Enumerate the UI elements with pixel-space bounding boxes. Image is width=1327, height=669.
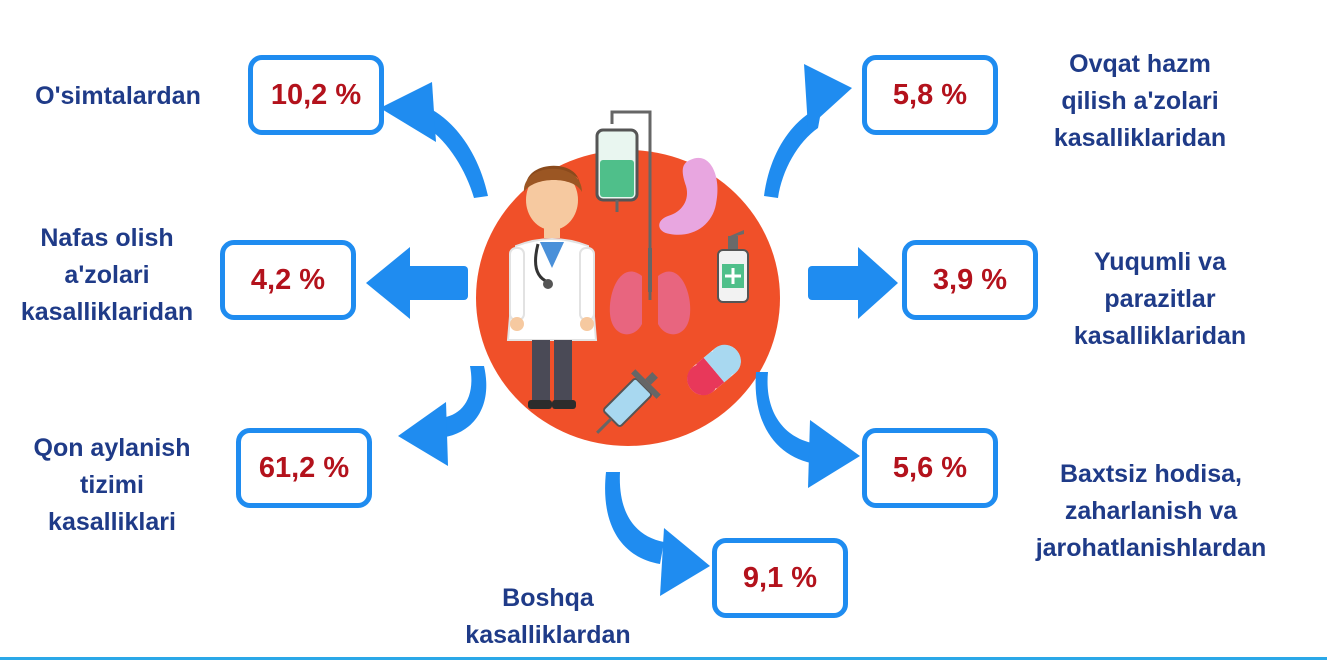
label-osimtalardan: O'simtalardan (35, 82, 201, 110)
lungs-icon (609, 248, 691, 335)
value-box-qon: 61,2 % (236, 428, 372, 508)
label-yuqumli: Yuqumli va parazitlar kasalliklaridan (1073, 248, 1247, 350)
arrow-yuqumli (808, 247, 898, 319)
stomach-icon (659, 157, 718, 235)
value-osimtalardan: 10,2 % (270, 78, 362, 111)
value-nafas: 4,2 % (250, 263, 326, 296)
value-box-nafas: 4,2 % (220, 240, 356, 320)
label-baxtsiz: Baxtsiz hodisa, zaharlanish va jarohatla… (1035, 460, 1267, 562)
arrow-ovqat (764, 64, 852, 198)
sanitizer-icon (717, 230, 749, 303)
value-qon: 61,2 % (258, 451, 350, 484)
value-box-osimtalardan: 10,2 % (248, 55, 384, 135)
syringe-icon (596, 369, 661, 434)
value-box-yuqumli: 3,9 % (902, 240, 1038, 320)
arrow-baxtsiz (755, 372, 860, 488)
arrow-nafas (366, 247, 468, 319)
value-yuqumli: 3,9 % (932, 263, 1008, 296)
label-boshqa: Boshqa kasalliklardan (465, 584, 631, 649)
label-qon: Qon aylanish tizimi kasalliklari (33, 434, 191, 536)
value-box-ovqat: 5,8 % (862, 55, 998, 135)
value-boshqa: 9,1 % (742, 561, 818, 594)
label-nafas: Nafas olish a'zolari kasalliklaridan (20, 224, 194, 326)
arrow-qon (398, 366, 487, 466)
label-ovqat: Ovqat hazm qilish a'zolari kasalliklarid… (1053, 50, 1227, 152)
doctor-icon (506, 165, 598, 409)
value-baxtsiz: 5,6 % (892, 451, 968, 484)
iv-drip-icon (595, 110, 652, 300)
arrow-osimtalardan (380, 82, 488, 198)
bottom-rule (0, 657, 1327, 660)
value-box-baxtsiz: 5,6 % (862, 428, 998, 508)
value-ovqat: 5,8 % (892, 78, 968, 111)
value-box-boshqa: 9,1 % (712, 538, 848, 618)
pill-icon (687, 344, 741, 396)
arrow-boshqa (605, 472, 710, 596)
